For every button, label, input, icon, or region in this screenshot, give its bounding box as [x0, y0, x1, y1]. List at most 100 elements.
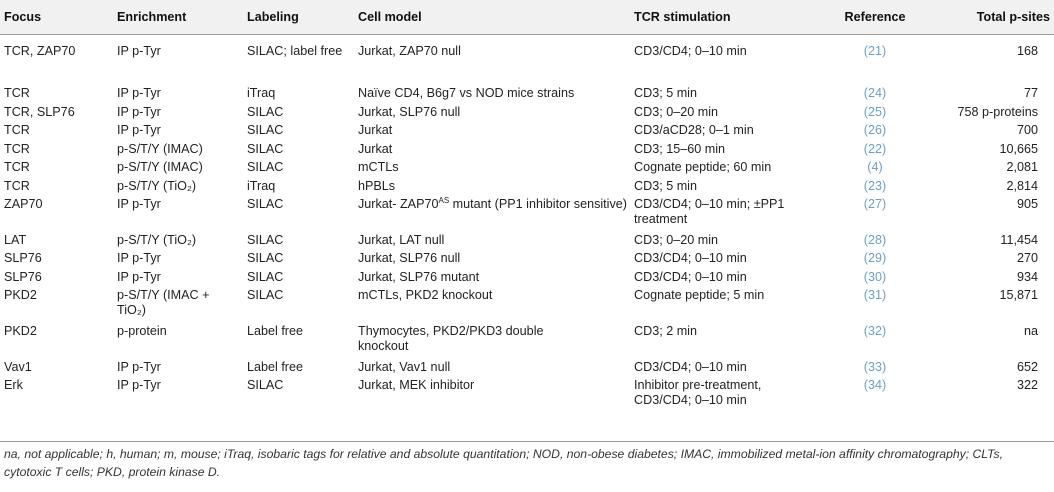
reference-link[interactable]: (21)	[863, 44, 887, 58]
reference-link[interactable]: (24)	[863, 86, 887, 100]
cell-reference: (29)	[820, 251, 930, 270]
cell-tcr-stimulation: CD3; 0–20 min	[634, 233, 718, 247]
cell-tcr-stimulation: Inhibitor pre-treatment, CD3/CD4; 0–10 m…	[634, 378, 762, 407]
reference-link[interactable]: (25)	[863, 104, 887, 119]
reference-link[interactable]: (31)	[863, 288, 887, 302]
cell-reference: (34)	[820, 378, 930, 418]
table-row: TCR p-S/T/Y (TiO₂) iTraq hPBLs CD3; 5 mi…	[0, 179, 1054, 198]
cell-focus: TCR	[4, 160, 30, 174]
cell-tcr-stimulation: Cognate peptide; 60 min	[634, 160, 772, 174]
cell-enrichment: IP p-Tyr	[117, 123, 161, 137]
cell-reference: (22)	[820, 142, 930, 161]
cell-enrichment: p-S/T/Y (IMAC + TiO₂)	[117, 288, 210, 317]
col-header-cell-model: Cell model	[358, 10, 422, 25]
cell-enrichment: p-S/T/Y (TiO₂)	[117, 178, 197, 193]
cell-total-psites: 322	[1016, 378, 1038, 392]
cell-focus: TCR, SLP76	[4, 104, 75, 119]
reference-link[interactable]: (34)	[863, 378, 887, 392]
reference-link[interactable]: (33)	[863, 360, 887, 374]
cell-total-psites: 652	[1016, 360, 1038, 374]
reference-link[interactable]: (30)	[863, 269, 887, 284]
cell-tcr-stimulation: CD3; 0–20 min	[634, 104, 718, 119]
cell-labeling: SILAC	[247, 141, 284, 156]
cell-labeling: SILAC	[247, 123, 284, 137]
header-row: Focus Enrichment Labeling Cell model TCR…	[0, 0, 1054, 34]
phosphoproteomics-table: Focus Enrichment Labeling Cell model TCR…	[0, 0, 1054, 418]
cell-enrichment: IP p-Tyr	[117, 269, 161, 284]
cell-model-text: Jurkat- ZAP70	[358, 197, 439, 211]
cell-labeling: SILAC	[247, 288, 284, 302]
cell-enrichment: p-S/T/Y (TiO₂)	[117, 233, 197, 247]
cell-tcr-stimulation: CD3; 2 min	[634, 324, 697, 338]
col-header-tcr-stimulation: TCR stimulation	[634, 10, 731, 25]
cell-total-psites: 15,871	[999, 288, 1038, 302]
cell-reference: (30)	[820, 270, 930, 289]
cell-tcr-stimulation: CD3/CD4; 0–10 min	[634, 44, 747, 58]
cell-focus: Vav1	[4, 360, 32, 374]
cell-tcr-stimulation: CD3/CD4; 0–10 min	[634, 251, 747, 265]
reference-link[interactable]: (32)	[863, 324, 887, 338]
col-header-total-psites: Total p-sites	[976, 10, 1050, 25]
cell-focus: TCR	[4, 86, 30, 100]
cell-focus: TCR	[4, 123, 30, 137]
reference-link[interactable]: (23)	[863, 178, 887, 193]
reference-link[interactable]: (22)	[863, 141, 887, 156]
cell-labeling: iTraq	[247, 178, 276, 193]
cell-reference: (24)	[820, 86, 930, 105]
cell-enrichment: p-protein	[117, 324, 167, 338]
cell-total-psites: 270	[1016, 251, 1038, 265]
cell-labeling: SILAC	[247, 378, 284, 392]
cell-focus: PKD2	[4, 288, 37, 302]
cell-cell-model: Naïve CD4, B6g7 vs NOD mice strains	[358, 86, 575, 100]
table-row: LAT p-S/T/Y (TiO₂) SILAC Jurkat, LAT nul…	[0, 229, 1054, 251]
col-header-reference: Reference	[844, 10, 906, 25]
table-row: TCR, ZAP70 IP p-Tyr SILAC; label free Ju…	[0, 34, 1054, 86]
table-row: TCR p-S/T/Y (IMAC) SILAC mCTLs Cognate p…	[0, 160, 1054, 179]
cell-total-psites: 2,814	[1006, 178, 1038, 193]
cell-cell-model: Thymocytes, PKD2/PKD3 double knockout	[358, 324, 544, 353]
cell-labeling: SILAC	[247, 160, 284, 174]
reference-link[interactable]: (26)	[863, 123, 887, 137]
table-row: ZAP70 IP p-Tyr SILAC Jurkat- ZAP70AS mut…	[0, 196, 1054, 229]
cell-total-psites: 168	[1016, 44, 1038, 58]
table-row: Vav1 IP p-Tyr Label free Jurkat, Vav1 nu…	[0, 356, 1054, 378]
cell-reference: (31)	[820, 288, 930, 320]
cell-focus: TCR, ZAP70	[4, 44, 76, 58]
col-header-enrichment: Enrichment	[117, 10, 187, 25]
cell-tcr-stimulation: Cognate peptide; 5 min	[634, 288, 765, 302]
cell-labeling: SILAC	[247, 251, 284, 265]
cell-total-psites: 934	[1016, 269, 1038, 284]
table-footnote: na, not applicable; h, human; m, mouse; …	[4, 447, 1003, 479]
cell-labeling: Label free	[247, 324, 304, 338]
reference-link[interactable]: (28)	[863, 233, 887, 247]
cell-focus: SLP76	[4, 269, 42, 284]
table-row: PKD2 p-S/T/Y (IMAC + TiO₂) SILAC mCTLs, …	[0, 288, 1054, 320]
cell-reference: (4)	[820, 160, 930, 179]
cell-enrichment: p-S/T/Y (IMAC)	[117, 160, 203, 174]
cell-labeling: iTraq	[247, 86, 276, 100]
cell-reference: (32)	[820, 320, 930, 356]
table-row: TCR p-S/T/Y (IMAC) SILAC Jurkat CD3; 15–…	[0, 142, 1054, 161]
reference-link[interactable]: (29)	[863, 251, 887, 265]
cell-total-psites: 700	[1016, 123, 1038, 137]
cell-enrichment: IP p-Tyr	[117, 378, 161, 392]
cell-cell-model: hPBLs	[358, 178, 396, 193]
cell-total-psites: 10,665	[999, 141, 1038, 156]
cell-focus: Erk	[4, 378, 23, 392]
reference-link[interactable]: (4)	[867, 160, 883, 174]
cell-cell-model: Jurkat	[358, 123, 393, 137]
cell-labeling: SILAC	[247, 104, 284, 119]
cell-tcr-stimulation: CD3/CD4; 0–10 min; ±PP1 treatment	[634, 197, 785, 226]
cell-cell-model: Jurkat, SLP76 null	[358, 251, 461, 265]
cell-reference: (25)	[820, 105, 930, 124]
cell-enrichment: p-S/T/Y (IMAC)	[117, 141, 203, 156]
cell-labeling: SILAC	[247, 269, 284, 284]
header-bottom-rule	[0, 34, 1054, 35]
cell-cell-model: Jurkat, Vav1 null	[358, 360, 451, 374]
table-row: TCR IP p-Tyr SILAC Jurkat CD3/aCD28; 0–1…	[0, 123, 1054, 142]
cell-enrichment: IP p-Tyr	[117, 197, 161, 211]
cell-cell-model: Jurkat, ZAP70 null	[358, 44, 461, 58]
reference-link[interactable]: (27)	[863, 197, 887, 211]
cell-cell-model: Jurkat, SLP76 mutant	[358, 269, 480, 284]
cell-focus: TCR	[4, 178, 30, 193]
